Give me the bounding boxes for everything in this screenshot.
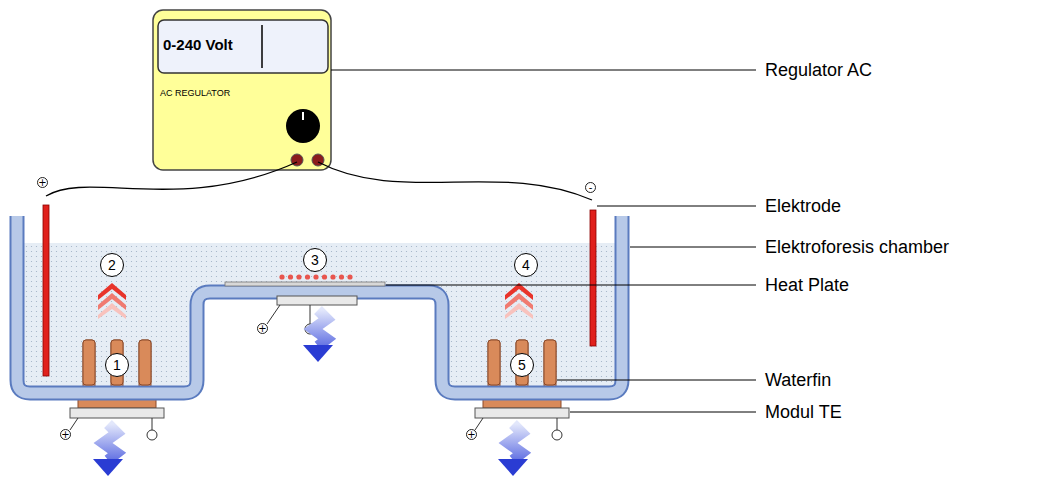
te-module [277,296,357,305]
callout-number: 1 [105,353,129,377]
terminal-mark: + [466,429,477,440]
knob-mark [302,112,304,120]
display-divider [261,25,263,68]
callout-number: 4 [522,258,530,272]
te-terminals [70,305,562,440]
part-name: Elektroforesis chamber [765,236,949,258]
callout-number: 5 [510,353,534,377]
ac-regulator: AC REGULATOR 0-240 Volt [153,10,331,170]
callout-number: 3 [311,253,319,267]
part-name: Waterfin [765,369,831,391]
part-name: Regulator AC [765,59,872,81]
regulator-display [158,20,328,73]
callout-number: 4 [514,253,538,277]
heat-dots [279,274,352,279]
te-module [475,408,569,418]
heat-arrow [505,283,533,319]
wire [318,162,592,200]
cool-arrow [498,424,528,476]
chamber-wall [17,216,622,393]
terminal-mark: + [257,323,268,334]
callout-number: 2 [100,253,124,277]
te-module [70,408,164,418]
device-label: AC REGULATOR [160,88,232,99]
regulator-knob [286,109,320,143]
heat-arrow [98,283,126,319]
cool-arrow [93,424,123,476]
part-name: Heat Plate [765,274,849,296]
callout-number: 2 [108,258,116,272]
leader-lines [331,70,756,412]
callout-number: 1 [113,358,121,372]
part-name: Elektrode [765,195,841,217]
chamber-wall [17,216,622,393]
display-reading: 0-240 Volt [163,36,233,53]
buffer-liquid [24,243,615,386]
terminal-mark: + [60,429,71,440]
voltage-display: 0-240 Volt [158,20,328,73]
regulator-housing [153,10,331,170]
heat-plate [225,282,385,286]
polarity-mark: + [37,177,48,188]
polarity-mark: - [585,182,596,193]
callout-number: 5 [518,358,526,372]
electrode [590,210,596,346]
cool-arrow [303,310,333,362]
electrode [43,205,49,376]
wire [46,162,297,196]
callout-number: 3 [303,248,327,272]
part-name: Modul TE [765,401,842,423]
